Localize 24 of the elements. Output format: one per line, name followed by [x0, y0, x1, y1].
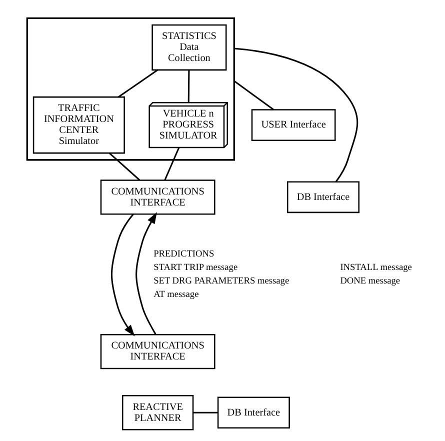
node-box: USER Interface	[251, 109, 336, 141]
node-box: DB Interface	[286, 181, 360, 214]
connector	[188, 70, 190, 103]
label: INSTALL message	[340, 262, 412, 273]
arrow	[110, 214, 135, 336]
label: START TRIP message	[154, 262, 238, 273]
node-box: COMMUNICATIONS INTERFACE	[100, 334, 216, 370]
connector	[234, 80, 274, 110]
label: AT message	[154, 290, 199, 300]
cluster	[26, 17, 236, 161]
node-box: COMMUNICATIONS INTERFACE	[100, 180, 216, 215]
connector	[193, 412, 218, 414]
connector	[234, 48, 358, 182]
label: DONE message	[340, 276, 400, 287]
connector	[108, 152, 140, 181]
label: SET DRG PARAMETERS message	[154, 276, 290, 287]
node-box: TRAFFIC INFORMATION CENTER Simulator	[32, 96, 125, 154]
connector	[118, 69, 158, 98]
arrow	[136, 212, 157, 335]
node-box: DB Interface	[217, 396, 290, 429]
label: PREDICTIONS	[154, 249, 214, 260]
node-box: REACTIVE PLANNER	[122, 395, 194, 430]
node-box: STATISTICS Data Collection	[152, 24, 227, 71]
connector	[164, 148, 180, 180]
